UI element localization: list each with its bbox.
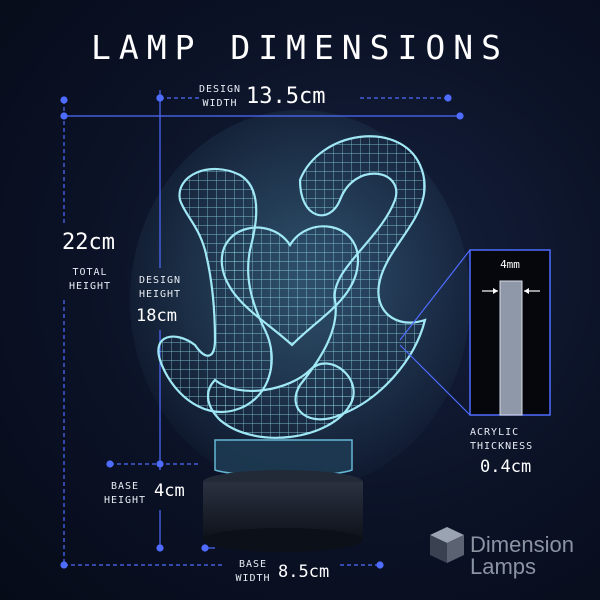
acrylic-inset xyxy=(399,249,551,416)
design-width-value: 13.5cm xyxy=(246,84,326,109)
total-height-label-line1: TOTAL xyxy=(72,267,108,278)
brand-logo-cube xyxy=(430,527,464,563)
design-width-label-line2: WIDTH xyxy=(202,98,238,109)
acrylic-label: ACRYLIC THICKNESS xyxy=(470,426,550,454)
lamp-panel xyxy=(157,135,427,439)
base-height-label: BASE HEIGHT xyxy=(100,480,150,508)
base-width-value: 8.5cm xyxy=(278,562,330,582)
brand-wordmark: Dimension Lamps xyxy=(470,534,574,578)
total-height-label: TOTAL HEIGHT xyxy=(62,266,118,294)
brand-line1: Dimension xyxy=(470,532,574,557)
design-width-label: DESIGN WIDTH xyxy=(196,83,244,111)
acrylic-label-line1: ACRYLIC xyxy=(470,427,520,438)
lamp-base xyxy=(203,470,363,552)
base-height-value: 4cm xyxy=(154,481,185,501)
acrylic-thickness-value: 0.4cm xyxy=(480,457,532,477)
design-width-label-line1: DESIGN xyxy=(198,84,242,95)
design-height-value: 18cm xyxy=(136,306,177,326)
page-title: LAMP DIMENSIONS xyxy=(90,28,509,67)
design-height-label: DESIGN HEIGHT xyxy=(132,274,188,302)
design-height-label-line2: HEIGHT xyxy=(138,289,182,300)
total-height-line xyxy=(60,96,68,569)
acrylic-inset-value: 4mm xyxy=(500,258,520,271)
base-width-label: BASE WIDTH xyxy=(228,558,278,586)
total-height-label-line2: HEIGHT xyxy=(68,281,112,292)
base-height-line xyxy=(106,460,200,552)
total-height-value: 22cm xyxy=(62,230,115,255)
base-height-label-line2: HEIGHT xyxy=(103,495,147,506)
base-height-label-line1: BASE xyxy=(110,481,140,492)
base-width-label-line2: WIDTH xyxy=(235,573,271,584)
design-height-label-line1: DESIGN xyxy=(138,275,182,286)
base-width-line xyxy=(64,544,384,569)
brand-line2: Lamps xyxy=(470,554,537,579)
acrylic-label-line2: THICKNESS xyxy=(470,441,534,452)
base-width-label-line1: BASE xyxy=(238,559,268,570)
